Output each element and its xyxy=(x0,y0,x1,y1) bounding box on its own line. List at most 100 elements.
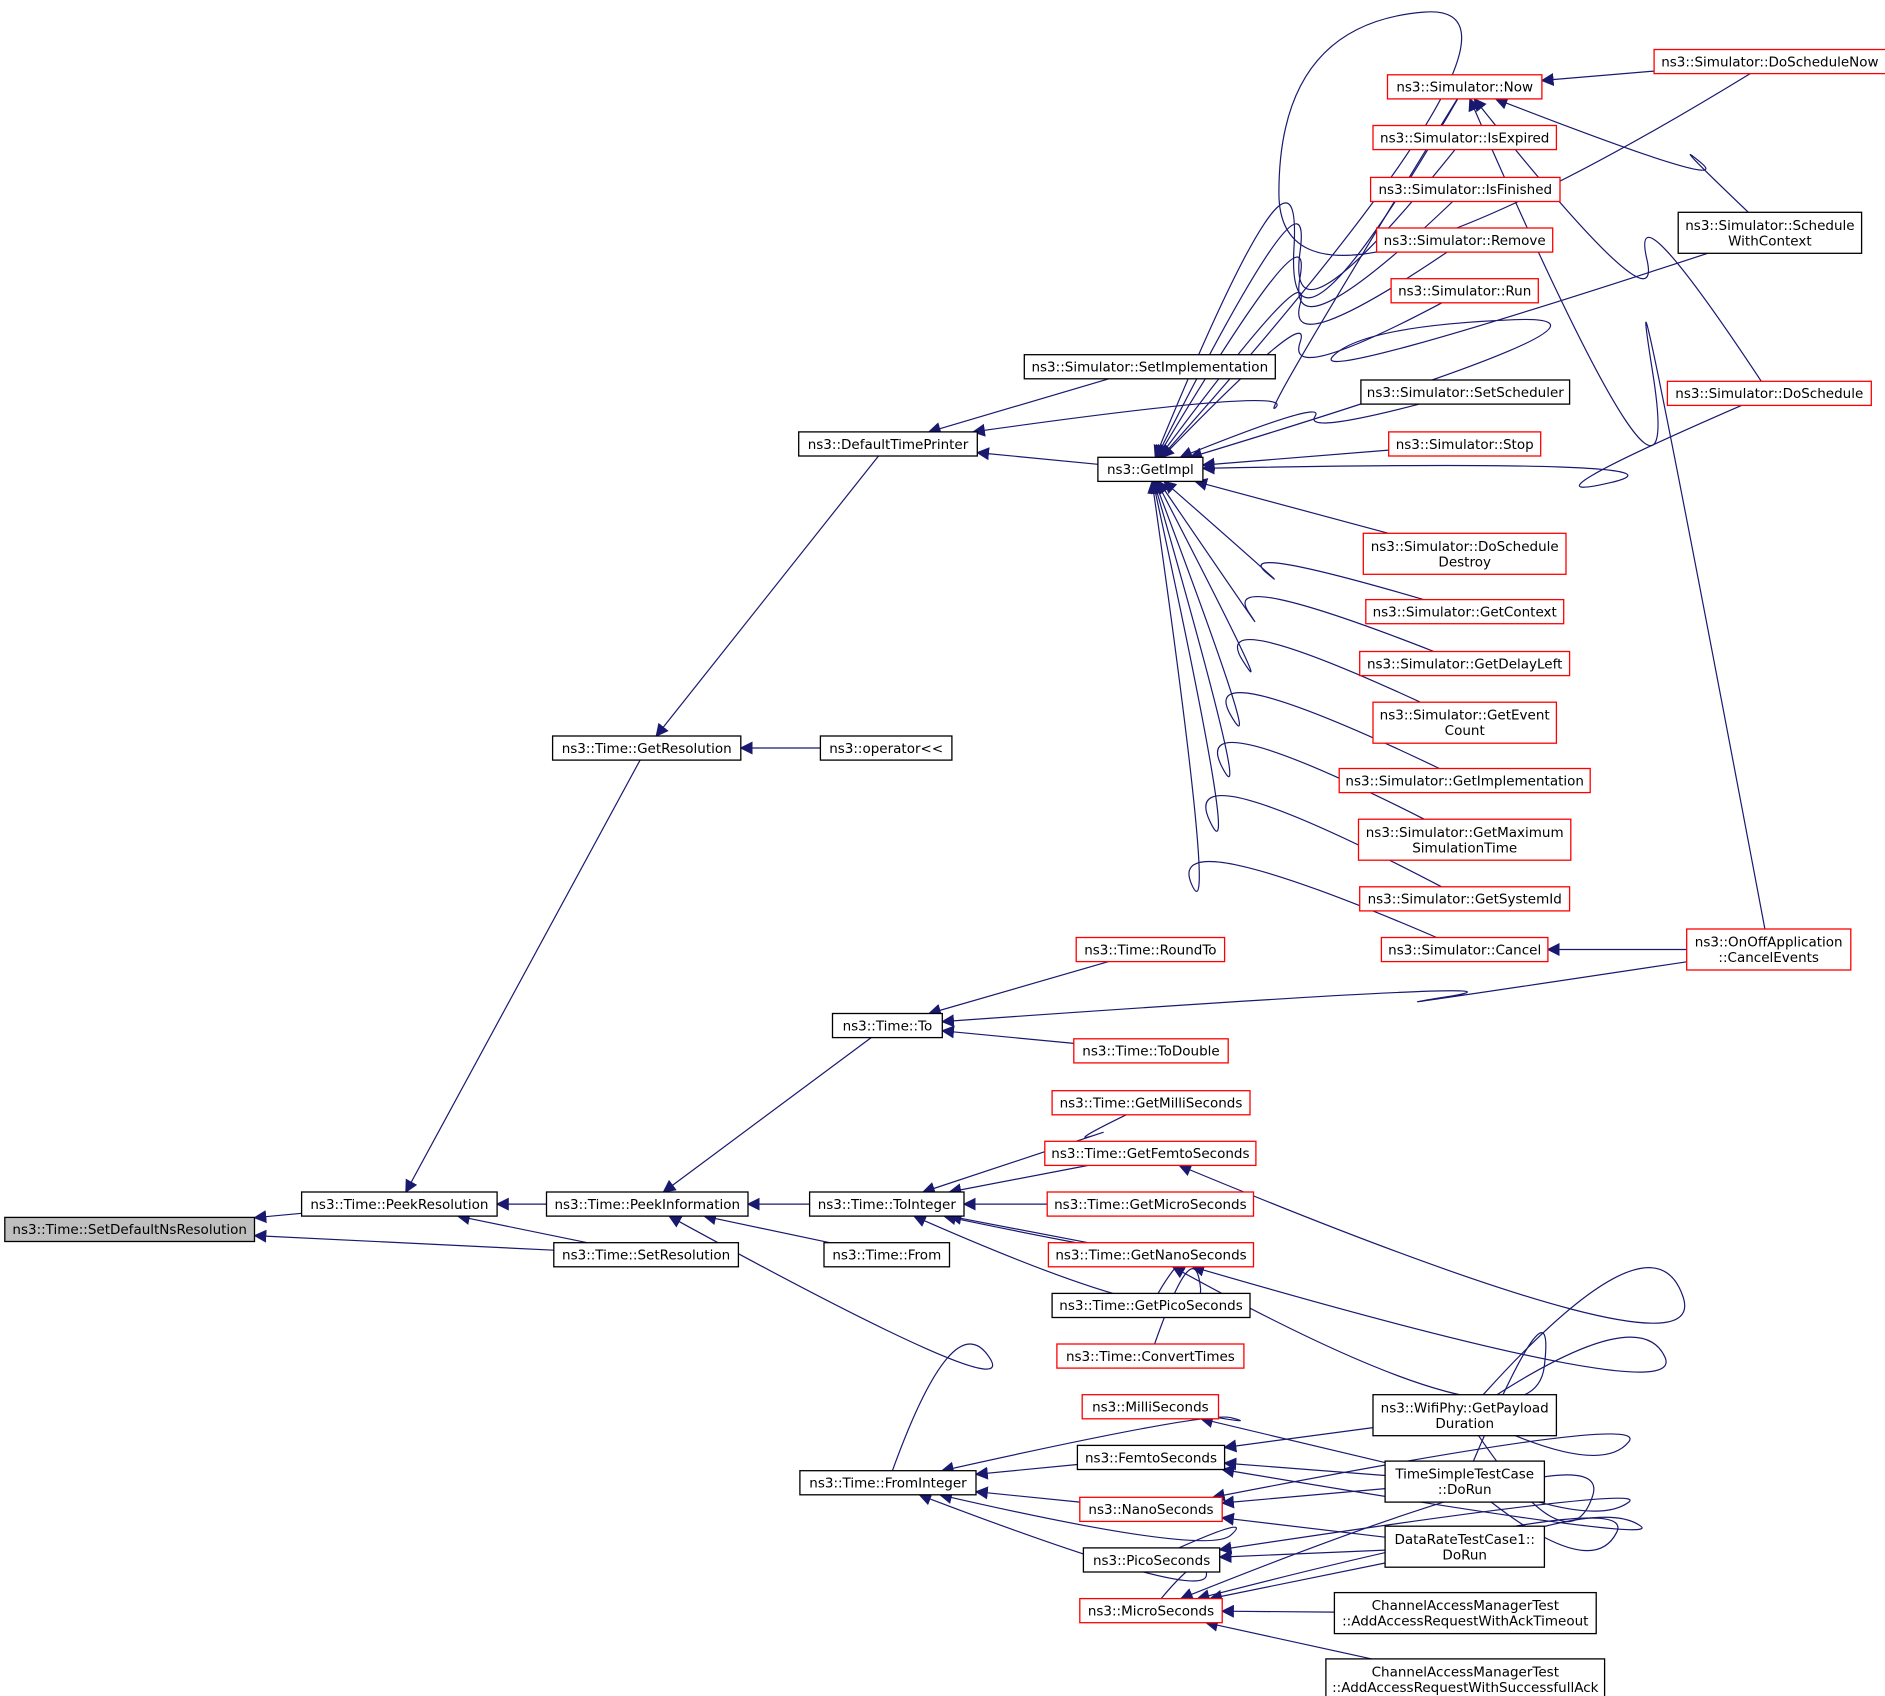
node-simDoScheduleNow[interactable]: ns3::Simulator::DoScheduleNow xyxy=(1653,48,1885,75)
node-box[interactable] xyxy=(1384,1525,1546,1568)
node-box[interactable] xyxy=(1359,650,1571,677)
node-box[interactable] xyxy=(1338,767,1591,794)
node-simCancel[interactable]: ns3::Simulator::Cancel xyxy=(1380,936,1549,963)
node-box[interactable] xyxy=(1386,74,1543,100)
node-getMicro[interactable]: ns3::Time::GetMicroSeconds xyxy=(1046,1191,1255,1217)
node-box[interactable] xyxy=(1073,1038,1229,1064)
node-simDoSchedule[interactable]: ns3::Simulator::DoSchedule xyxy=(1666,380,1872,407)
node-box[interactable] xyxy=(1365,598,1565,625)
node-box[interactable] xyxy=(1097,456,1204,483)
node-timeToDouble[interactable]: ns3::Time::ToDouble xyxy=(1073,1038,1229,1064)
node-box[interactable] xyxy=(1079,1597,1223,1624)
node-peekRes[interactable]: ns3::Time::PeekResolution xyxy=(300,1191,498,1217)
node-camtSuccessfullAck[interactable]: ChannelAccessManagerTest::AddAccessReque… xyxy=(1325,1658,1606,1696)
node-box[interactable] xyxy=(808,1191,965,1217)
node-box[interactable] xyxy=(1677,211,1863,254)
node-box[interactable] xyxy=(1359,886,1571,912)
node-simGetContext[interactable]: ns3::Simulator::GetContext xyxy=(1365,598,1565,625)
node-box[interactable] xyxy=(1079,1496,1223,1523)
node-box[interactable] xyxy=(1372,701,1558,744)
node-box[interactable] xyxy=(1384,1460,1546,1503)
node-camtAckTimeout[interactable]: ChannelAccessManagerTest::AddAccessReque… xyxy=(1333,1591,1597,1635)
node-box[interactable] xyxy=(1023,354,1276,380)
node-box[interactable] xyxy=(1362,532,1567,575)
node-box[interactable] xyxy=(1082,1547,1221,1573)
node-getPico[interactable]: ns3::Time::GetPicoSeconds xyxy=(1051,1292,1251,1319)
node-simIsExpired[interactable]: ns3::Simulator::IsExpired xyxy=(1372,124,1558,151)
node-femtoSeconds[interactable]: ns3::FemtoSeconds xyxy=(1076,1444,1226,1471)
node-box[interactable] xyxy=(1056,1343,1245,1369)
node-simSetScheduler[interactable]: ns3::Simulator::SetScheduler xyxy=(1360,379,1571,405)
node-getImpl[interactable]: ns3::GetImpl xyxy=(1097,456,1204,483)
node-setImpl[interactable]: ns3::Simulator::SetImplementation xyxy=(1023,354,1276,380)
node-box[interactable] xyxy=(1076,1444,1226,1471)
node-getMilli[interactable]: ns3::Time::GetMilliSeconds xyxy=(1051,1090,1251,1116)
node-dataRateTest[interactable]: DataRateTestCase1::DoRun xyxy=(1384,1525,1546,1568)
node-simRun[interactable]: ns3::Simulator::Run xyxy=(1390,278,1539,304)
node-simRemove[interactable]: ns3::Simulator::Remove xyxy=(1375,227,1554,253)
node-timeToInteger[interactable]: ns3::Time::ToInteger xyxy=(808,1191,965,1217)
node-simNow[interactable]: ns3::Simulator::Now xyxy=(1386,74,1543,100)
node-box[interactable] xyxy=(1388,431,1542,457)
node-timeFromInteger[interactable]: ns3::Time::FromInteger xyxy=(799,1470,977,1496)
node-box[interactable] xyxy=(1360,379,1571,405)
node-setRes[interactable]: ns3::Time::SetResolution xyxy=(553,1242,740,1268)
node-box[interactable] xyxy=(819,735,953,761)
node-box[interactable] xyxy=(1051,1090,1251,1116)
node-box[interactable] xyxy=(1357,818,1572,861)
node-box[interactable] xyxy=(1333,1591,1597,1635)
node-simGetSystemId[interactable]: ns3::Simulator::GetSystemId xyxy=(1359,886,1571,912)
node-nanoSeconds[interactable]: ns3::NanoSeconds xyxy=(1079,1496,1223,1523)
node-box[interactable] xyxy=(1046,1191,1255,1217)
node-box[interactable] xyxy=(798,431,978,457)
node-getFemto[interactable]: ns3::Time::GetFemtoSeconds xyxy=(1044,1140,1257,1167)
node-convertTimes[interactable]: ns3::Time::ConvertTimes xyxy=(1056,1343,1245,1369)
node-timeTo[interactable]: ns3::Time::To xyxy=(831,1012,943,1039)
node-box[interactable] xyxy=(1081,1394,1220,1420)
node-box[interactable] xyxy=(823,1242,951,1268)
node-box[interactable] xyxy=(1375,227,1554,253)
node-simGetImplementation[interactable]: ns3::Simulator::GetImplementation xyxy=(1338,767,1591,794)
node-simGetDelayLeft[interactable]: ns3::Simulator::GetDelayLeft xyxy=(1359,650,1571,677)
node-box[interactable] xyxy=(545,1191,749,1217)
node-box[interactable] xyxy=(1686,928,1852,971)
node-opShift[interactable]: ns3::operator<< xyxy=(819,735,953,761)
node-getNano[interactable]: ns3::Time::GetNanoSeconds xyxy=(1047,1242,1255,1268)
node-box[interactable] xyxy=(1369,176,1561,203)
node-defPrinter[interactable]: ns3::DefaultTimePrinter xyxy=(798,431,978,457)
node-box[interactable] xyxy=(1666,380,1872,407)
node-picoSeconds[interactable]: ns3::PicoSeconds xyxy=(1082,1547,1221,1573)
node-box[interactable] xyxy=(799,1470,977,1496)
node-box[interactable] xyxy=(1390,278,1539,304)
node-box[interactable] xyxy=(1051,1292,1251,1319)
node-box[interactable] xyxy=(1044,1140,1257,1167)
node-box[interactable] xyxy=(551,735,742,761)
node-simIsFinished[interactable]: ns3::Simulator::IsFinished xyxy=(1369,176,1561,203)
node-box[interactable] xyxy=(1325,1658,1606,1696)
node-box[interactable] xyxy=(1380,936,1549,963)
node-box[interactable] xyxy=(831,1012,943,1039)
node-box[interactable] xyxy=(1372,1394,1558,1437)
node-onOffCancel[interactable]: ns3::OnOffApplication::CancelEvents xyxy=(1686,928,1852,971)
node-timeSimpleTest[interactable]: TimeSimpleTestCase::DoRun xyxy=(1384,1460,1546,1503)
node-box[interactable] xyxy=(1653,48,1885,75)
node-simStop[interactable]: ns3::Simulator::Stop xyxy=(1388,431,1542,457)
node-milliSeconds[interactable]: ns3::MilliSeconds xyxy=(1081,1394,1220,1420)
node-box[interactable] xyxy=(1075,936,1226,963)
node-peekInfo[interactable]: ns3::Time::PeekInformation xyxy=(545,1191,749,1217)
node-box[interactable] xyxy=(300,1191,498,1217)
node-box[interactable] xyxy=(553,1242,740,1268)
node-box[interactable] xyxy=(1047,1242,1255,1268)
node-box[interactable] xyxy=(4,1216,256,1243)
node-timeRoundTo[interactable]: ns3::Time::RoundTo xyxy=(1075,936,1226,963)
node-box[interactable] xyxy=(1372,124,1558,151)
node-microSeconds[interactable]: ns3::MicroSeconds xyxy=(1079,1597,1223,1624)
node-getRes[interactable]: ns3::Time::GetResolution xyxy=(551,735,742,761)
node-root[interactable]: ns3::Time::SetDefaultNsResolution xyxy=(4,1216,256,1243)
node-timeFrom[interactable]: ns3::Time::From xyxy=(823,1242,951,1268)
